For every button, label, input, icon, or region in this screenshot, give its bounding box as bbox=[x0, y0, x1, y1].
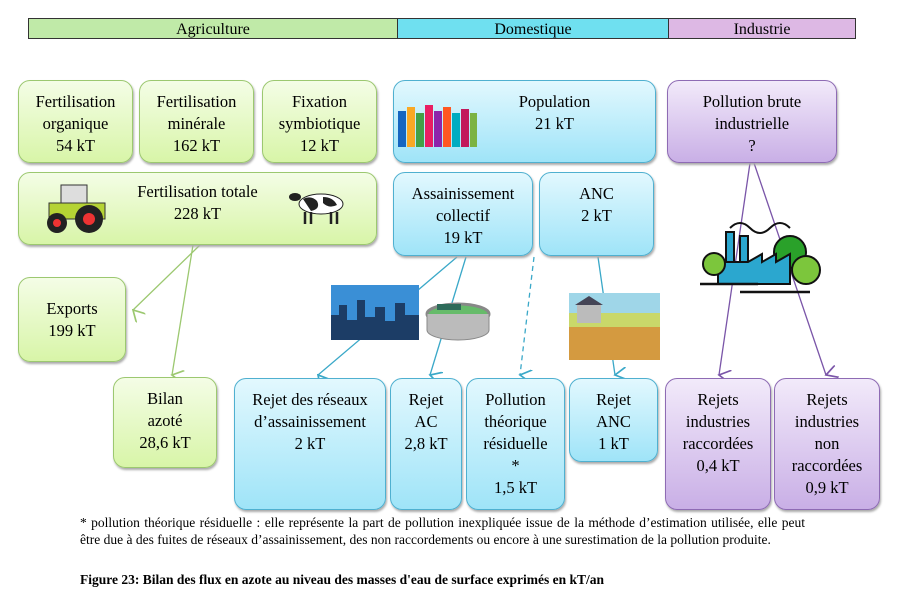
box-text-line: industries bbox=[685, 412, 751, 431]
box-text-line: résiduelle bbox=[483, 434, 548, 453]
box-text-line: collectif bbox=[435, 206, 491, 225]
box-text-line: minérale bbox=[167, 114, 226, 133]
box-text-line: 54 kT bbox=[56, 136, 95, 155]
box-text-line: Pollution brute bbox=[702, 92, 802, 111]
box-text-line: industrielle bbox=[714, 114, 790, 133]
box-text-line: raccordées bbox=[682, 434, 754, 453]
header-agriculture: Agriculture bbox=[28, 18, 398, 39]
box-text-line: Exports bbox=[46, 299, 98, 318]
figure-caption: Figure 23: Bilan des flux en azote au ni… bbox=[80, 572, 605, 587]
population: Population 21 kT bbox=[393, 80, 656, 163]
box-text-line: 2 kT bbox=[581, 206, 612, 225]
arrow-to-exports bbox=[133, 244, 201, 310]
box-text-line: 2,8 kT bbox=[404, 434, 448, 453]
box-text-line: 21 kT bbox=[535, 114, 574, 133]
box-text-line: 199 kT bbox=[48, 321, 96, 340]
rejets-industries-raccordees: Rejets industries raccordées 0,4 kT bbox=[665, 378, 771, 510]
box-text-line: Bilan bbox=[147, 389, 183, 408]
anc-illustration bbox=[569, 293, 660, 360]
box-text-line: raccordées bbox=[791, 456, 863, 475]
factory-icon bbox=[700, 222, 821, 294]
box-text-line: 12 kT bbox=[300, 136, 339, 155]
box-text-line: Fertilisation totale bbox=[137, 182, 258, 201]
pollution-brute-industrielle: Pollution brute industrielle? bbox=[667, 80, 837, 163]
box-text-line: Fertilisation bbox=[156, 92, 237, 111]
box-text-line: 1 kT bbox=[598, 434, 629, 453]
rejet-reseaux: Rejet des réseaux d’assainissement 2 kT bbox=[234, 378, 386, 510]
box-text-line: Assainissement bbox=[411, 184, 515, 203]
box-text-line: Rejets bbox=[697, 390, 739, 409]
treatment-tank-image bbox=[425, 302, 491, 341]
box-text-line: azoté bbox=[147, 411, 183, 430]
box-text-line: d’assainissement bbox=[254, 412, 366, 431]
box-text-line: industries bbox=[794, 412, 860, 431]
box-text-line: théorique bbox=[484, 412, 547, 431]
box-text-line: 2 kT bbox=[294, 434, 326, 453]
box-text-line: Fixation bbox=[291, 92, 347, 111]
box-text-line: ? bbox=[748, 136, 756, 155]
header-domestique: Domestique bbox=[397, 18, 669, 39]
box-text-line: Population bbox=[518, 92, 591, 111]
arrow-to-pollution-residuelle bbox=[520, 256, 535, 375]
assainissement-collectif: Assainissement collectif 19 kT bbox=[393, 172, 533, 256]
box-text-line: Pollution bbox=[485, 390, 546, 409]
box-text-line: 162 kT bbox=[172, 136, 221, 155]
box-text-line: AC bbox=[414, 412, 438, 431]
box-text-line: 228 kT bbox=[173, 204, 222, 223]
cow-icon bbox=[289, 193, 344, 224]
pollution-theorique-residuelle: Pollution théorique résiduelle * 1,5 kT bbox=[466, 378, 565, 510]
box-text-line: 0,9 kT bbox=[805, 478, 849, 497]
arrow-to-bilan bbox=[172, 244, 194, 375]
box-text-line: 19 kT bbox=[443, 228, 483, 247]
box-text-line: Fertilisation bbox=[35, 92, 116, 111]
box-text-line: ANC bbox=[596, 412, 631, 431]
fixation-symbiotique: Fixation symbiotique 12 kT bbox=[262, 80, 377, 163]
box-text-line: organique bbox=[42, 114, 109, 133]
box-text-line: Rejets bbox=[806, 390, 848, 409]
fertilisation-totale: Fertilisation totale 228 kT bbox=[18, 172, 377, 245]
box-text-line: symbiotique bbox=[278, 114, 361, 133]
people-icon bbox=[398, 105, 477, 147]
rejets-industries-non-raccordees: Rejets industries non raccordées 0,9 kT bbox=[774, 378, 880, 510]
box-text-line: * bbox=[511, 456, 520, 475]
bilan-azote: Bilan azoté 28,6 kT bbox=[113, 377, 217, 468]
box-text-line: Rejet bbox=[596, 390, 631, 409]
box-text-line: non bbox=[814, 434, 840, 453]
header-industrie: Industrie bbox=[668, 18, 856, 39]
tractor-icon bbox=[47, 184, 106, 233]
exports: Exports 199 kT bbox=[18, 277, 126, 362]
box-text-line: Rejet bbox=[408, 390, 444, 409]
city-image bbox=[331, 285, 419, 340]
fertilisation-organique: Fertilisation organique 54 kT bbox=[18, 80, 133, 163]
fertilisation-minerale: Fertilisation minérale 162 kT bbox=[139, 80, 254, 163]
box-text-line: 28,6 kT bbox=[139, 433, 191, 452]
footnote: * pollution théorique résiduelle : elle … bbox=[80, 515, 805, 547]
box-text-line: ANC bbox=[579, 184, 614, 203]
box-text-line: 1,5 kT bbox=[493, 478, 538, 497]
box-text-line: Rejet des réseaux bbox=[252, 390, 368, 409]
anc: ANC 2 kT bbox=[539, 172, 654, 256]
box-text-line: 0,4 kT bbox=[696, 456, 740, 475]
